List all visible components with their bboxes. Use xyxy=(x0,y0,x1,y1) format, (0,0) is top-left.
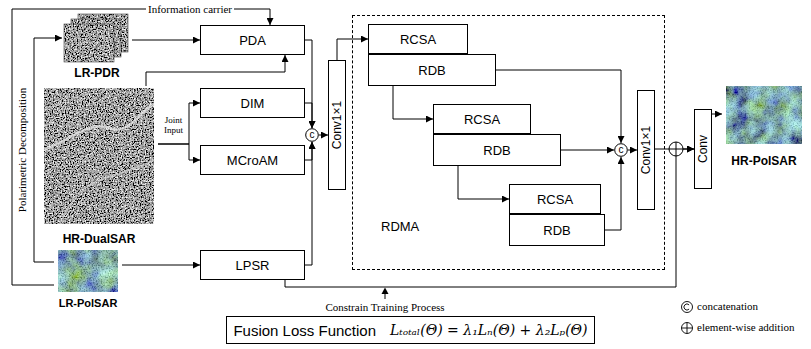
dashed-group: RDMA RCSA RDB RCSA RDB RCSA RDB c Conv1×1 xyxy=(352,15,665,270)
node-text: LPSR xyxy=(236,258,270,273)
connector-arrow xyxy=(605,157,621,230)
addition-junction xyxy=(669,142,683,156)
image-panel: LR-PDR xyxy=(62,12,132,80)
module-box: RCSA xyxy=(509,184,601,214)
image-panel: HR-PolSAR xyxy=(722,84,806,168)
node-text: RDB xyxy=(543,223,570,238)
image-panel: HR-DualSAR xyxy=(40,86,158,246)
node-text: RDMA xyxy=(381,219,419,234)
legend-text: element-wise addition xyxy=(697,321,794,334)
node-text: RCSA xyxy=(537,192,573,207)
concat-symbol: c xyxy=(614,143,628,157)
node-text: Lₜₒₜₐₗ(Θ) = λ₁Lₙ(Θ) + λ₂Lₚ(Θ) xyxy=(390,322,588,338)
concat-symbol: c xyxy=(305,128,319,142)
connector-arrow xyxy=(458,166,509,199)
edge-label: Information carrier xyxy=(146,3,234,16)
polsar-image xyxy=(726,86,802,144)
hr-dualsar-image xyxy=(44,88,154,224)
image-caption: LR-PDR xyxy=(74,66,119,80)
connector-arrow xyxy=(34,38,62,262)
node-text: RCSA xyxy=(464,112,500,127)
module-box: RDB xyxy=(433,134,561,166)
connector-arrow xyxy=(132,40,200,41)
module-box: RDB xyxy=(368,54,496,86)
node-text: Fusion Loss Function xyxy=(233,322,376,339)
node-text: RCSA xyxy=(400,32,436,47)
annotation-label: Joint Input xyxy=(160,116,187,136)
sar-image xyxy=(44,88,154,224)
module-box: DIM xyxy=(200,88,305,118)
module-box: LPSR xyxy=(200,250,305,280)
bright-feature xyxy=(44,88,100,110)
bright-feature xyxy=(60,160,154,224)
speckle-overlay xyxy=(58,250,118,292)
connector-arrow xyxy=(628,150,637,151)
node-text: RDB xyxy=(418,63,445,78)
connector-arrow xyxy=(122,265,200,266)
legend-addition-symbol xyxy=(682,323,693,334)
legend-text: concatenation xyxy=(697,300,758,313)
circle-shape xyxy=(306,129,319,142)
node-text: DIM xyxy=(241,96,265,111)
node-text: RDB xyxy=(483,143,510,158)
module-box: RCSA xyxy=(368,24,468,54)
image-caption: HR-PolSAR xyxy=(731,154,796,168)
edge-label: Polarimetric Decomposition xyxy=(16,86,29,214)
connector-arrow xyxy=(305,142,312,160)
connector-arrow xyxy=(561,150,614,151)
module-box: PDA xyxy=(200,25,305,55)
image-caption: HR-DualSAR xyxy=(63,232,136,246)
conv-box: Conv xyxy=(694,109,712,189)
connector-arrow xyxy=(319,135,328,136)
module-box: RCSA xyxy=(433,104,531,134)
constraint-arrow-head xyxy=(382,288,389,295)
node-text: MCroAM xyxy=(227,153,278,168)
node-text: Conv xyxy=(696,135,710,163)
connector-arrow xyxy=(146,55,285,86)
image-panel: LR-PolSAR xyxy=(54,248,122,310)
node-text: PDA xyxy=(239,33,266,48)
connector-arrow xyxy=(285,149,694,287)
legend-concat-symbol xyxy=(682,302,693,313)
hr-polsar-image xyxy=(726,86,802,144)
module-box: RDB xyxy=(509,214,605,246)
connector-arrow xyxy=(305,40,312,128)
conv-box: Conv1×1 xyxy=(328,60,346,190)
sar-layer xyxy=(64,24,114,62)
image-caption: LR-PolSAR xyxy=(59,296,118,310)
connector-arrow xyxy=(305,103,312,128)
node-text: Conv1×1 xyxy=(639,126,653,174)
connector-arrow xyxy=(712,114,722,115)
bright-feature xyxy=(44,104,154,150)
circle-shape xyxy=(615,144,628,157)
lr-polsar-image xyxy=(58,250,118,292)
connector-arrow xyxy=(158,103,200,144)
speckle-overlay xyxy=(726,86,802,144)
loss-function-box: Fusion Loss Function Lₜₒₜₐₗ(Θ) = λ₁Lₙ(Θ) … xyxy=(226,316,595,344)
connector-arrow xyxy=(393,86,433,119)
annotation-label: Constrain Training Process xyxy=(325,301,444,313)
node-text: c xyxy=(305,128,319,142)
node-text: Conv1×1 xyxy=(330,101,344,149)
conv-box: Conv1×1 xyxy=(637,90,655,210)
lr-pdr-stack xyxy=(64,14,128,62)
sar-layer-outline xyxy=(64,24,114,62)
connector-arrow xyxy=(158,144,200,160)
module-box: MCroAM xyxy=(200,145,305,175)
polsar-image xyxy=(58,250,118,292)
node-text: c xyxy=(614,143,628,157)
connector-arrow xyxy=(305,142,312,265)
